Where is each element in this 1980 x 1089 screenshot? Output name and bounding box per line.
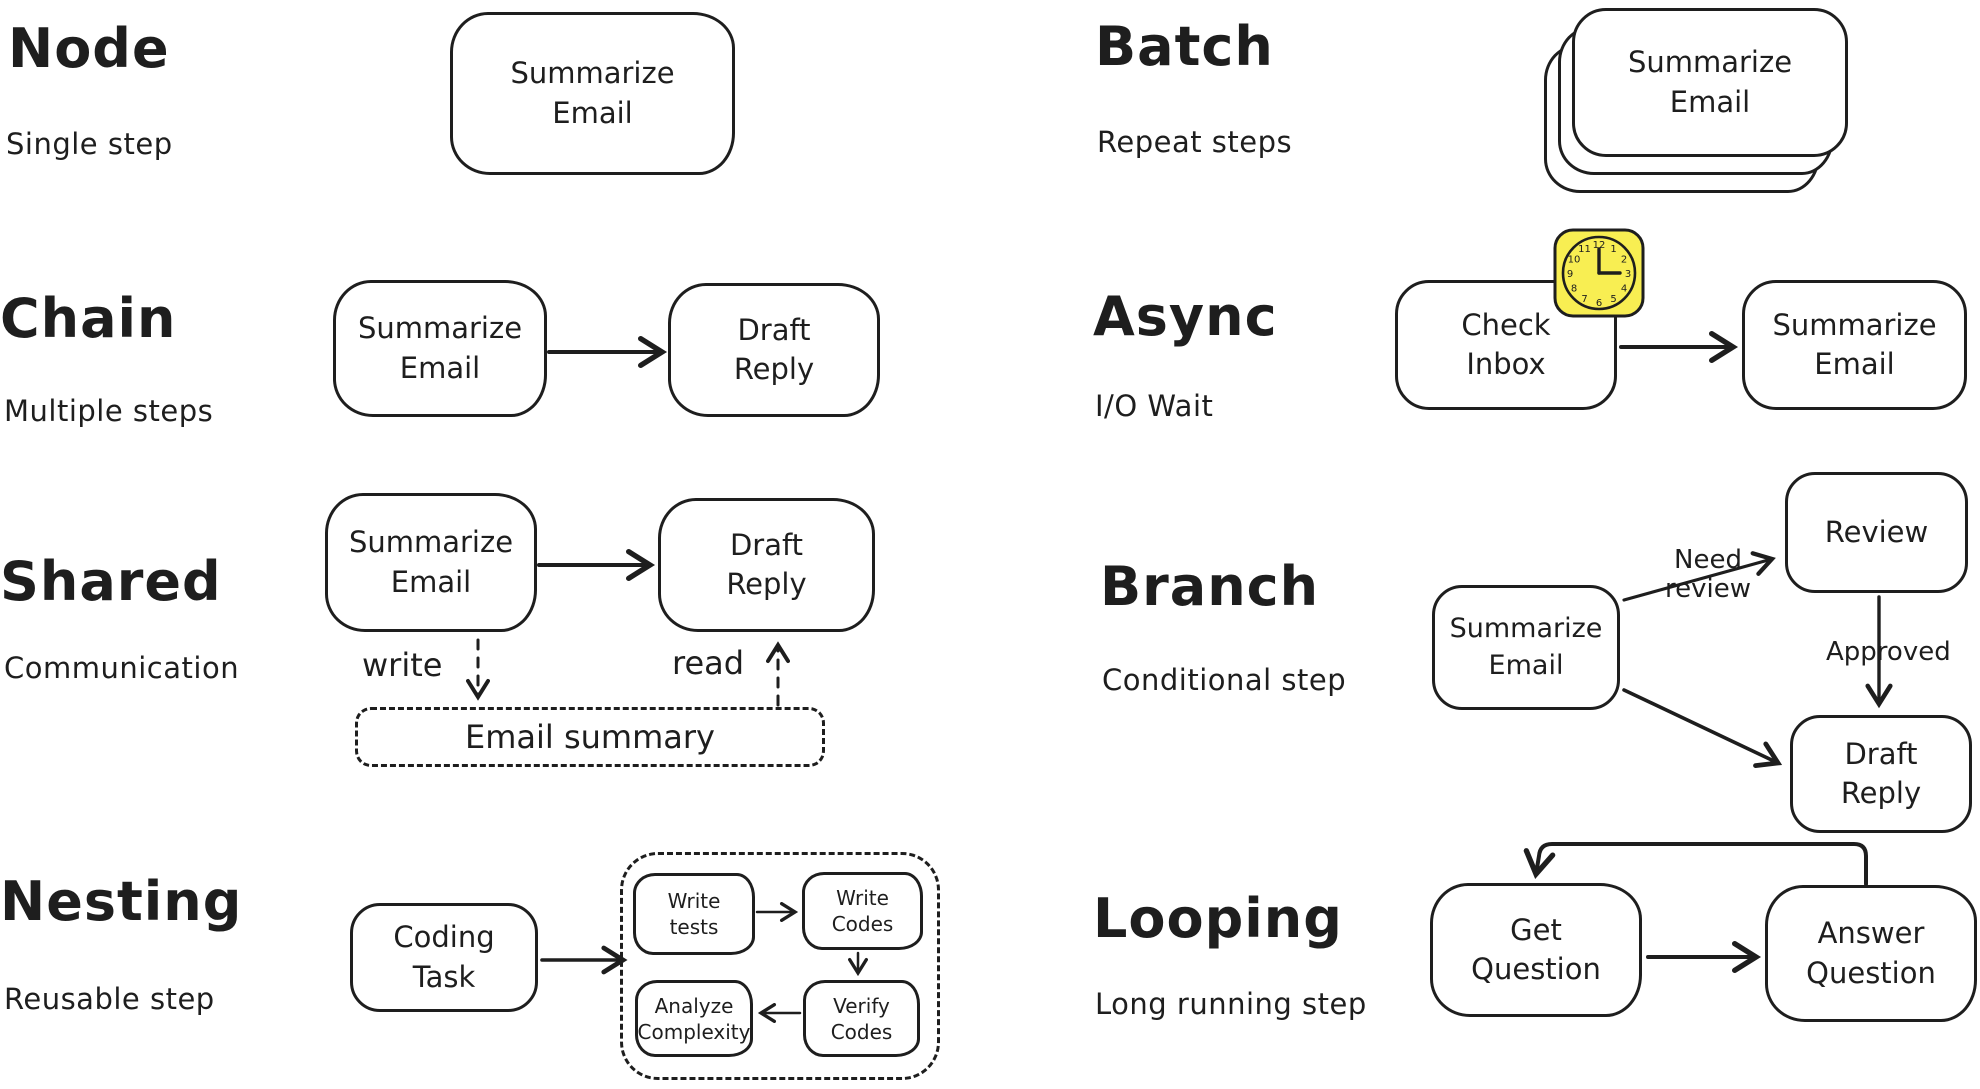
need-review-label: Need review xyxy=(1658,546,1758,604)
shared-summarize-email-box: Summarize Email xyxy=(325,493,537,632)
svg-text:6: 6 xyxy=(1596,298,1602,309)
nesting-section-title: Nesting xyxy=(0,870,243,933)
branch-direct-arrow xyxy=(1622,688,1783,769)
looping-section-subtitle: Long running step xyxy=(1095,987,1367,1021)
verify-codes-box: Verify Codes xyxy=(803,980,920,1057)
shared-section-title: Shared xyxy=(0,550,222,613)
answer-question-box: Answer Question xyxy=(1765,885,1977,1022)
async-section-subtitle: I/O Wait xyxy=(1095,389,1214,423)
write-codes-box: Write Codes xyxy=(802,872,923,950)
svg-text:8: 8 xyxy=(1571,284,1577,295)
svg-text:5: 5 xyxy=(1610,294,1616,305)
approved-label: Approved xyxy=(1822,638,1951,667)
branch-section-subtitle: Conditional step xyxy=(1102,663,1347,697)
write-tests-box: Write tests xyxy=(633,873,755,955)
chain-section-subtitle: Multiple steps xyxy=(4,394,214,428)
branch-summarize-email-box: Summarize Email xyxy=(1432,585,1620,710)
svg-text:12: 12 xyxy=(1593,240,1606,251)
async-section-title: Async xyxy=(1093,285,1278,348)
chain-draft-reply-box: Draft Reply xyxy=(668,283,880,417)
review-box: Review xyxy=(1785,472,1968,593)
node-summarize-email-box: Summarize Email xyxy=(450,12,735,175)
batch-section-subtitle: Repeat steps xyxy=(1097,125,1293,159)
svg-text:1: 1 xyxy=(1610,244,1616,255)
branch-section-title: Branch xyxy=(1100,555,1320,618)
svg-text:10: 10 xyxy=(1568,255,1581,266)
svg-text:4: 4 xyxy=(1621,284,1627,295)
draft-reply-box: Draft Reply xyxy=(1790,715,1972,833)
coding-task-box: Coding Task xyxy=(350,903,538,1012)
svg-text:11: 11 xyxy=(1578,244,1591,255)
svg-text:3: 3 xyxy=(1625,269,1631,280)
read-label: read xyxy=(672,644,745,682)
shared-section-subtitle: Communication xyxy=(4,651,240,685)
looping-section-title: Looping xyxy=(1093,887,1343,950)
get-question-box: Get Question xyxy=(1430,883,1642,1017)
chain-summarize-email-box: Summarize Email xyxy=(333,280,547,417)
batch-summarize-email-box: Summarize Email xyxy=(1572,8,1848,157)
write-label: write xyxy=(362,646,443,684)
analyze-complexity-box: Analyze Complexity xyxy=(635,980,753,1057)
svg-text:2: 2 xyxy=(1621,255,1627,266)
batch-section-title: Batch xyxy=(1095,15,1274,78)
async-summarize-email-box: Summarize Email xyxy=(1742,280,1967,410)
node-section-subtitle: Single step xyxy=(6,127,173,161)
shared-draft-reply-box: Draft Reply xyxy=(658,498,875,632)
chain-section-title: Chain xyxy=(0,287,177,350)
loop-back-arrow xyxy=(1523,842,1868,886)
nesting-section-subtitle: Reusable step xyxy=(4,982,215,1016)
email-summary-store-box: Email summary xyxy=(355,707,825,767)
svg-text:9: 9 xyxy=(1567,269,1573,280)
node-section-title: Node xyxy=(8,17,170,80)
svg-text:7: 7 xyxy=(1581,294,1587,305)
